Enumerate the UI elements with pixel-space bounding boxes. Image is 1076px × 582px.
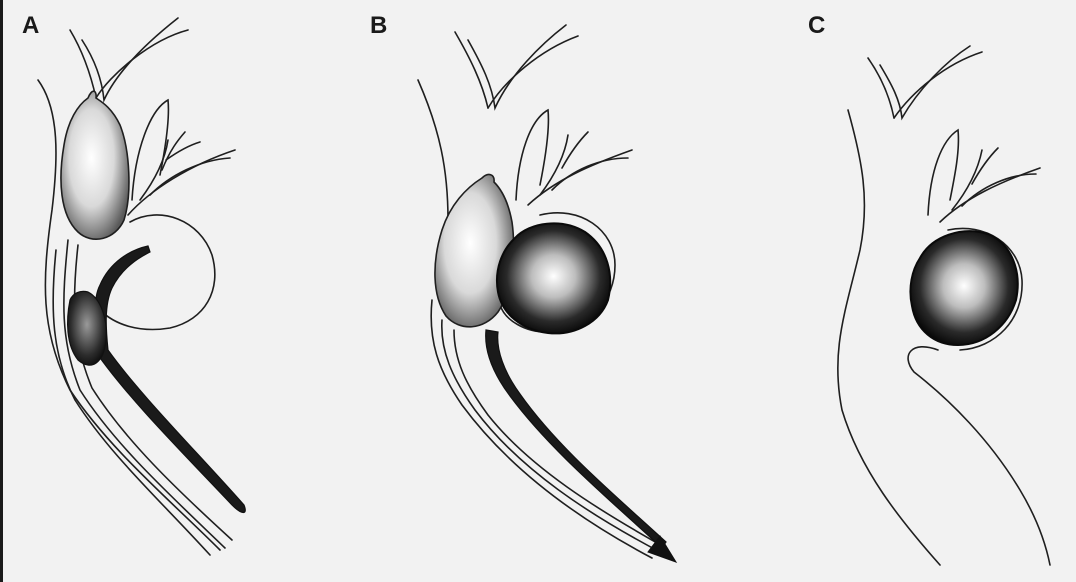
dark-duct-b: [486, 330, 666, 548]
duct-wall: [418, 80, 448, 220]
dark-duct-a: [95, 246, 245, 513]
duct-wall: [838, 110, 940, 565]
upper-vessel: [82, 18, 178, 100]
dark-mass-c: [910, 231, 1017, 345]
dark-mass-b: [497, 223, 610, 333]
gland-a: [61, 91, 129, 239]
upper-vessel: [468, 25, 566, 108]
upper-vessel: [880, 46, 970, 118]
